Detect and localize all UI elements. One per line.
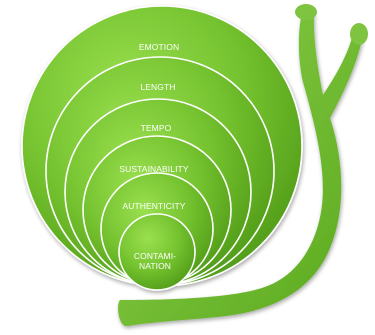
label-contamination-line1: CONTAMI- <box>134 251 176 261</box>
label-contamination-line2: NATION <box>139 261 171 271</box>
label-emotion: EMOTION <box>139 42 179 52</box>
right-tentacle-tip-icon <box>350 23 368 45</box>
label-length: LENGTH <box>140 82 175 92</box>
ring-contamination <box>118 213 196 291</box>
snail-shell <box>21 5 303 291</box>
label-sustainability: SUSTAINABILITY <box>119 164 188 174</box>
label-authenticity: AUTHENTICITY <box>122 201 185 211</box>
left-tentacle-tip-icon <box>295 4 317 20</box>
label-tempo: TEMPO <box>141 123 172 133</box>
